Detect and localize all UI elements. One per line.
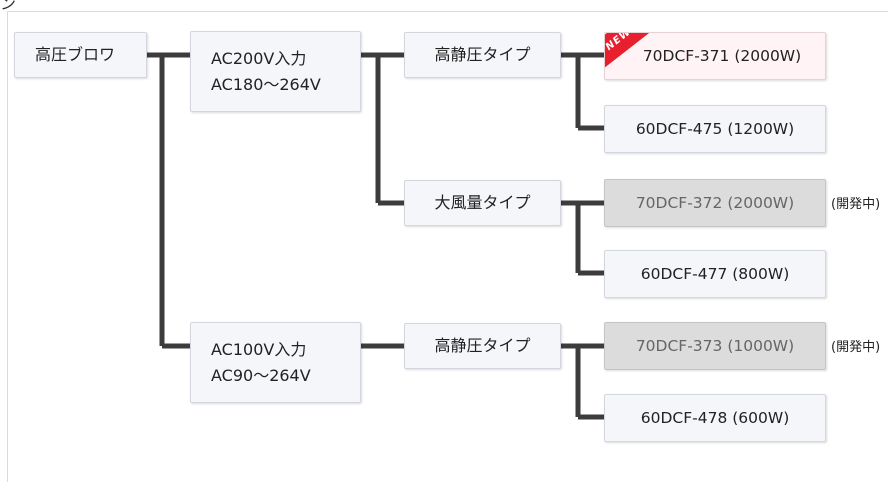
input-node-ac200: AC200V入力 AC180〜264V — [190, 31, 361, 112]
model-node-60dcf-475[interactable]: 60DCF-475 (1200W) — [604, 105, 826, 153]
model-node-60dcf-477[interactable]: 60DCF-477 (800W) — [604, 250, 826, 298]
model-label: 70DCF-371 (2000W) — [642, 47, 802, 65]
input-node-ac100: AC100V入力 AC90〜264V — [190, 322, 361, 403]
model-label: 60DCF-477 (800W) — [640, 265, 790, 283]
model-node-70dcf-371[interactable]: NEW 70DCF-371 (2000W) — [604, 32, 826, 80]
type-label: 高静圧タイプ — [434, 336, 531, 355]
type-label: 高静圧タイプ — [434, 45, 531, 64]
type-node-high-static-pressure-ac100: 高静圧タイプ — [404, 323, 561, 369]
type-node-large-air-volume: 大風量タイプ — [404, 180, 561, 226]
voltage-range: AC180〜264V — [211, 74, 321, 94]
input-label: AC200V入力 — [211, 48, 307, 68]
model-label: 70DCF-373 (1000W) — [635, 337, 795, 355]
truncated-heading-fragment: ン — [0, 0, 17, 13]
in-development-status: (開発中) — [831, 197, 881, 212]
model-node-60dcf-478[interactable]: 60DCF-478 (600W) — [604, 394, 826, 442]
root-node: 高圧ブロワ — [14, 32, 147, 78]
model-label: 60DCF-478 (600W) — [640, 409, 790, 427]
input-label: AC100V入力 — [211, 339, 307, 359]
model-label: 60DCF-475 (1200W) — [635, 120, 795, 138]
model-node-70dcf-373[interactable]: 70DCF-373 (1000W) — [604, 322, 826, 370]
model-node-70dcf-372[interactable]: 70DCF-372 (2000W) — [604, 179, 826, 227]
diagram-frame — [7, 11, 888, 482]
connector-lines — [147, 52, 604, 420]
type-label: 大風量タイプ — [434, 193, 531, 212]
type-node-high-static-pressure: 高静圧タイプ — [404, 32, 561, 78]
voltage-range: AC90〜264V — [211, 365, 311, 385]
model-label: 70DCF-372 (2000W) — [635, 194, 795, 212]
root-label: 高圧ブロワ — [35, 45, 116, 64]
in-development-status: (開発中) — [831, 340, 881, 355]
